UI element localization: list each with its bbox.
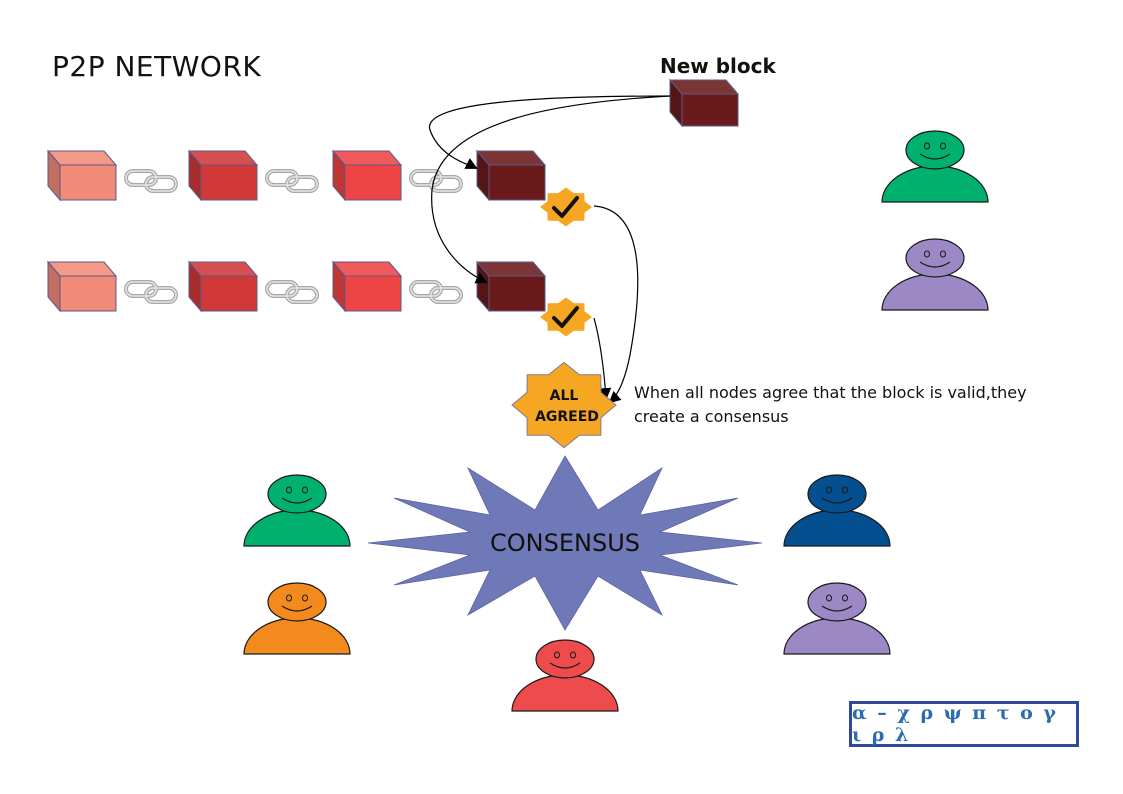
arrows <box>429 95 671 404</box>
chain-link-icon <box>265 280 319 304</box>
new-block-label: New block <box>660 54 776 78</box>
blockchain-row <box>46 260 547 313</box>
nodes <box>243 130 989 712</box>
chain-link-icon <box>124 280 178 304</box>
blockchain-rows <box>46 149 547 313</box>
arrow-check1-to-agreed <box>593 205 639 404</box>
block-cube-icon <box>475 260 547 313</box>
person-node-icon <box>243 582 351 655</box>
person-node-icon <box>881 130 989 203</box>
block-cube-icon <box>187 260 259 313</box>
page-title: P2P NETWORK <box>52 50 262 83</box>
person-node-icon <box>511 639 619 712</box>
person-node-icon <box>783 474 891 547</box>
logo: α – χ ρ ψ π τ ο γ ι ρ λ <box>849 701 1079 747</box>
new-block-cube-icon <box>668 78 740 128</box>
person-node-icon <box>243 474 351 547</box>
agreed-label-line2: AGREED <box>535 409 599 425</box>
checkmark-badge-icon <box>540 187 592 227</box>
arrow-check2-to-agreed <box>593 317 612 400</box>
block-cube-icon <box>331 149 403 202</box>
person-node-icon <box>881 238 989 311</box>
chain-link-icon <box>409 169 463 193</box>
agreed-star-shape <box>511 361 617 449</box>
chain-link-icon <box>124 169 178 193</box>
block-cube-icon <box>46 149 118 202</box>
block-cube-icon <box>475 149 547 202</box>
arrow-newblock-to-chain2 <box>431 95 671 284</box>
chain-link-icon <box>265 169 319 193</box>
starburst-shape <box>367 455 763 631</box>
person-node-icon <box>783 582 891 655</box>
block-cube-icon <box>46 260 118 313</box>
checkmark-badge-icon <box>540 297 592 337</box>
block-cube-icon <box>187 149 259 202</box>
consensus-label: CONSENSUS <box>490 529 640 557</box>
chain-link-icon <box>409 280 463 304</box>
consensus-starburst: CONSENSUS <box>367 455 763 631</box>
block-cube-icon <box>331 260 403 313</box>
arrow-newblock-to-chain1 <box>429 95 671 169</box>
agreed-label-line1: ALL <box>550 388 579 404</box>
all-agreed-badge: ALL AGREED <box>511 361 617 449</box>
blockchain-row <box>46 149 547 202</box>
consensus-caption: When all nodes agree that the block is v… <box>634 383 1027 426</box>
check-badges <box>540 187 592 337</box>
new-block <box>668 78 740 128</box>
